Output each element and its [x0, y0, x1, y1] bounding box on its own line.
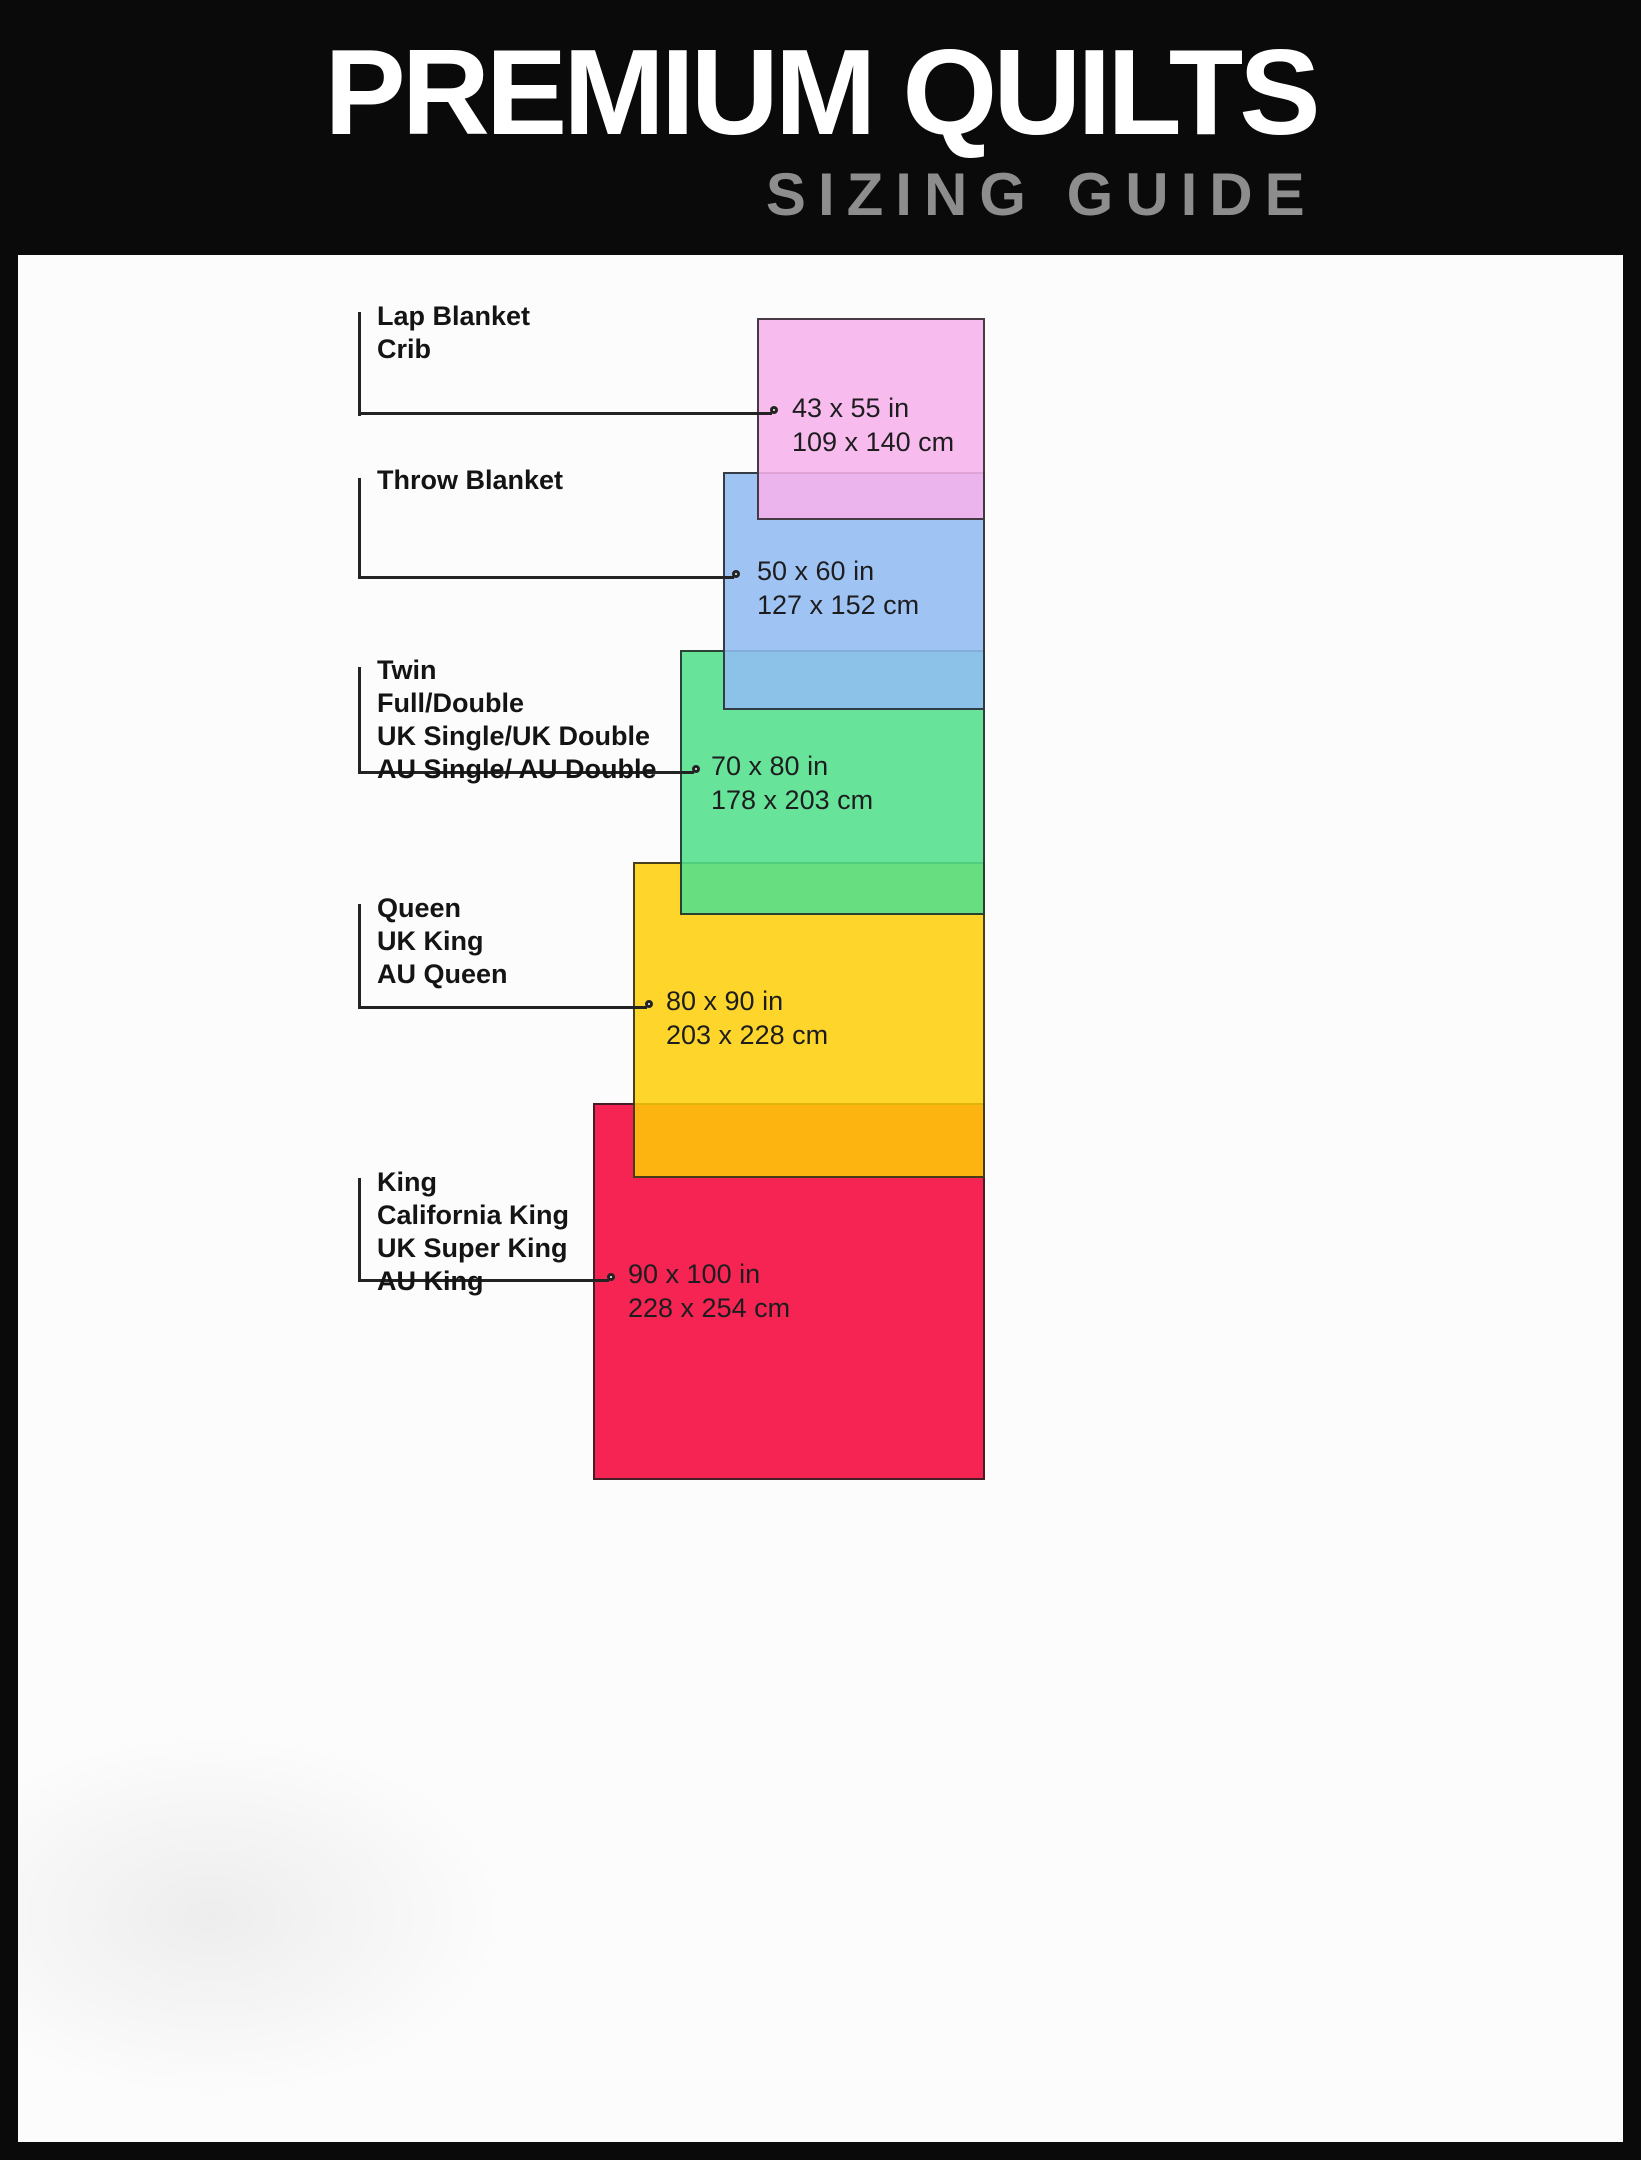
- connector-dot-throw: [732, 570, 740, 578]
- label-text: AU Single/ AU Double: [377, 753, 657, 784]
- page-title: PREMIUM QUILTS: [324, 24, 1320, 160]
- dimension-inches: 90 x 100 in: [628, 1259, 761, 1289]
- quilt-rect-lap-blanket: [757, 318, 985, 520]
- size-label-king: King California King UK Super King AU Ki…: [377, 1166, 569, 1298]
- dimension-inches: 70 x 80 in: [711, 751, 829, 781]
- label-text: California King: [377, 1199, 570, 1230]
- size-dimensions-twin: 70 x 80 in 178 x 203 cm: [711, 750, 873, 818]
- label-text: Crib: [377, 333, 431, 364]
- label-text: Queen: [377, 893, 462, 923]
- dimension-cm: 109 x 140 cm: [792, 426, 955, 457]
- connector-vline-queen: [358, 904, 361, 1009]
- size-dimensions-lap-blanket: 43 x 55 in 109 x 140 cm: [792, 392, 954, 460]
- label-text: UK King: [377, 925, 484, 956]
- label-text: Twin: [377, 655, 437, 685]
- size-dimensions-throw: 50 x 60 in 127 x 152 cm: [757, 555, 919, 623]
- connector-vline-lap-blanket: [358, 312, 361, 416]
- dimension-inches: 43 x 55 in: [792, 393, 910, 423]
- dimension-cm: 127 x 152 cm: [757, 589, 920, 620]
- label-text: UK Super King: [377, 1232, 568, 1263]
- dimension-inches: 80 x 90 in: [666, 986, 784, 1016]
- size-dimensions-queen: 80 x 90 in 203 x 228 cm: [666, 985, 828, 1053]
- size-label-throw: Throw Blanket: [377, 464, 563, 497]
- connector-dot-queen: [645, 1000, 653, 1008]
- label-text: Lap Blanket: [377, 301, 531, 331]
- connector-vline-throw: [358, 478, 361, 579]
- size-label-lap-blanket: Lap Blanket Crib: [377, 300, 530, 366]
- header: PREMIUM QUILTS SIZING GUIDE: [324, 24, 1320, 229]
- size-label-queen: Queen UK King AU Queen: [377, 892, 508, 991]
- connector-dot-lap-blanket: [770, 406, 778, 414]
- label-text: Full/Double: [377, 687, 524, 718]
- dimension-cm: 203 x 228 cm: [666, 1019, 829, 1050]
- connector-dot-king: [607, 1273, 615, 1281]
- label-text: King: [377, 1167, 437, 1197]
- connector-hline-lap-blanket: [358, 412, 772, 415]
- dimension-cm: 228 x 254 cm: [628, 1292, 791, 1323]
- page-subtitle: SIZING GUIDE: [765, 161, 1317, 229]
- connector-vline-king: [358, 1178, 361, 1282]
- size-label-twin: Twin Full/Double UK Single/UK Double AU …: [377, 654, 657, 786]
- label-text: AU King: [377, 1265, 484, 1296]
- dimension-inches: 50 x 60 in: [757, 556, 875, 586]
- connector-hline-king: [358, 1279, 609, 1282]
- connector-hline-queen: [358, 1006, 647, 1009]
- size-dimensions-king: 90 x 100 in 228 x 254 cm: [628, 1258, 790, 1326]
- dimension-cm: 178 x 203 cm: [711, 784, 874, 815]
- connector-vline-twin: [358, 667, 361, 774]
- label-text: AU Queen: [377, 958, 508, 989]
- label-text: UK Single/UK Double: [377, 720, 651, 751]
- connector-hline-twin: [358, 771, 694, 774]
- connector-hline-throw: [358, 576, 734, 579]
- label-text: Throw Blanket: [377, 465, 564, 495]
- connector-dot-twin: [692, 765, 700, 773]
